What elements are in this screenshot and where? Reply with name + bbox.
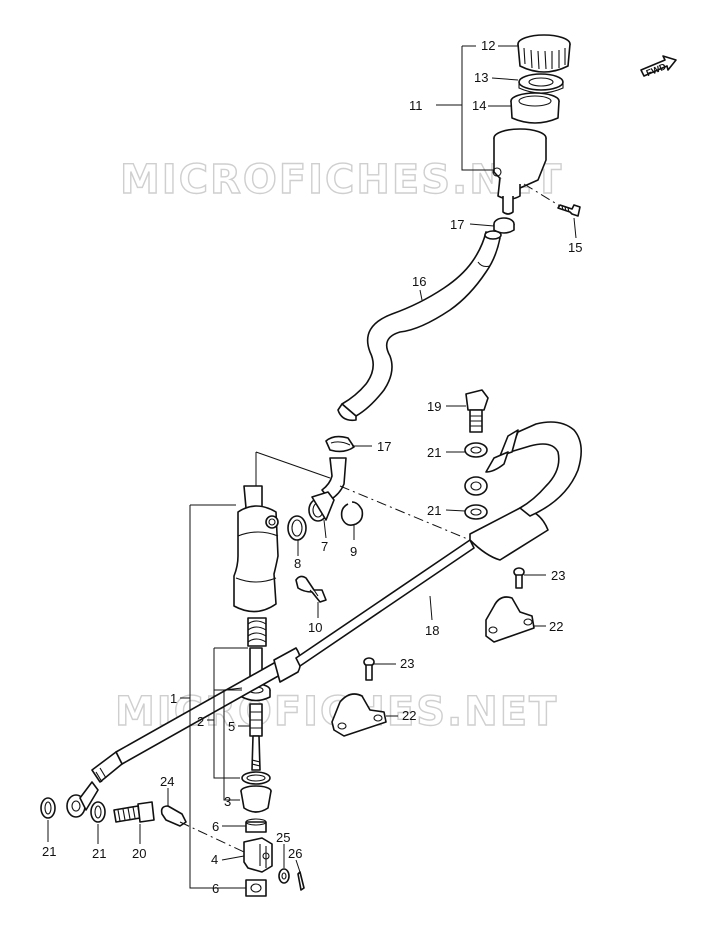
master-cylinder-body [233,485,279,613]
label-17-top: 17 [450,217,464,232]
part-labels: 12 13 14 11 15 17 16 19 17 21 21 8 7 9 2… [42,38,582,896]
label-24: 24 [160,774,174,789]
inlet-joint-7 [308,457,347,522]
label-21-c: 21 [427,445,441,460]
pin-24 [160,805,187,827]
label-4: 4 [211,852,218,867]
label-16: 16 [412,274,426,289]
label-22-b: 22 [402,708,416,723]
label-2: 2 [197,714,204,729]
label-21-b: 21 [92,846,106,861]
reservoir-tank-11 [492,128,547,215]
washer-21-c [464,442,488,458]
label-18: 18 [425,623,439,638]
label-11: 11 [409,98,423,113]
label-26: 26 [288,846,302,861]
diaphragm-plate-13 [518,73,564,94]
nut-6-top [245,818,267,833]
fwd-label: FWD [645,61,668,78]
union-bolt-19 [465,389,489,433]
cotter-pin-26 [297,871,305,891]
watermark-top: MICROFICHES.NET [120,157,563,203]
boot-3 [240,785,272,813]
label-15: 15 [568,240,582,255]
label-6-bottom: 6 [212,881,219,896]
washer-21-b [90,801,106,823]
label-22-a: 22 [549,619,563,634]
label-8: 8 [294,556,301,571]
label-9: 9 [350,544,357,559]
washer-21-d [464,504,488,520]
diaphragm-14 [510,92,560,124]
bolt-10 [295,575,327,603]
label-7: 7 [321,539,328,554]
label-12: 12 [481,38,495,53]
brake-hose-18 [66,421,582,818]
union-bolt-20 [113,801,155,823]
label-13: 13 [474,70,488,85]
label-23-b: 23 [400,656,414,671]
label-19: 19 [427,399,441,414]
label-10: 10 [308,620,322,635]
spring [247,617,267,647]
clevis-4 [243,837,273,873]
label-17-bottom: 17 [377,439,391,454]
bolt-23-a [513,567,525,589]
circlip-9 [340,501,364,526]
reservoir-hose-16 [337,230,502,422]
label-14: 14 [472,98,486,113]
hose-guide-22-b [331,693,387,737]
label-21-a: 21 [42,844,56,859]
hose-clamp-17-top [493,217,515,234]
nut-6-bottom [245,879,267,897]
label-25: 25 [276,830,290,845]
hose-guide-22-a [485,596,535,643]
o-ring-8 [287,515,307,541]
pin-washer-25 [278,868,290,884]
push-rod-5 [249,703,263,771]
label-20: 20 [132,846,146,861]
label-23-a: 23 [551,568,565,583]
leader-lines [47,45,577,889]
circlip [241,771,271,785]
label-6-top: 6 [212,819,219,834]
reservoir-cap-12 [517,34,571,73]
label-3: 3 [224,794,231,809]
hose-clamp-17-bottom [325,435,355,453]
label-1: 1 [170,691,177,706]
washer-21-a [40,797,56,819]
label-21-d: 21 [427,503,441,518]
bolt-23-b [363,657,375,681]
screw-15 [557,204,581,217]
label-5: 5 [228,719,235,734]
forward-arrow-icon: FWD [640,55,677,78]
